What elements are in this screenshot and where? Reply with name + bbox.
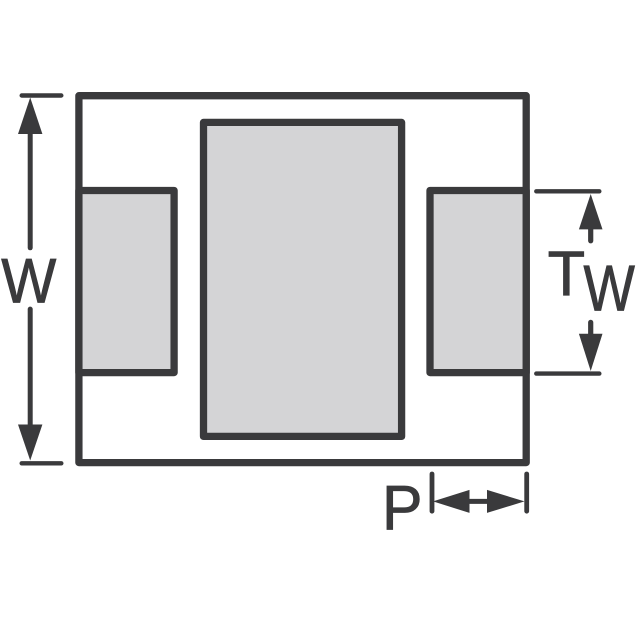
svg-text:T: T [548,239,585,309]
svg-text:P: P [382,473,423,543]
svg-text:W: W [1,245,57,316]
svg-text:W: W [584,252,636,325]
